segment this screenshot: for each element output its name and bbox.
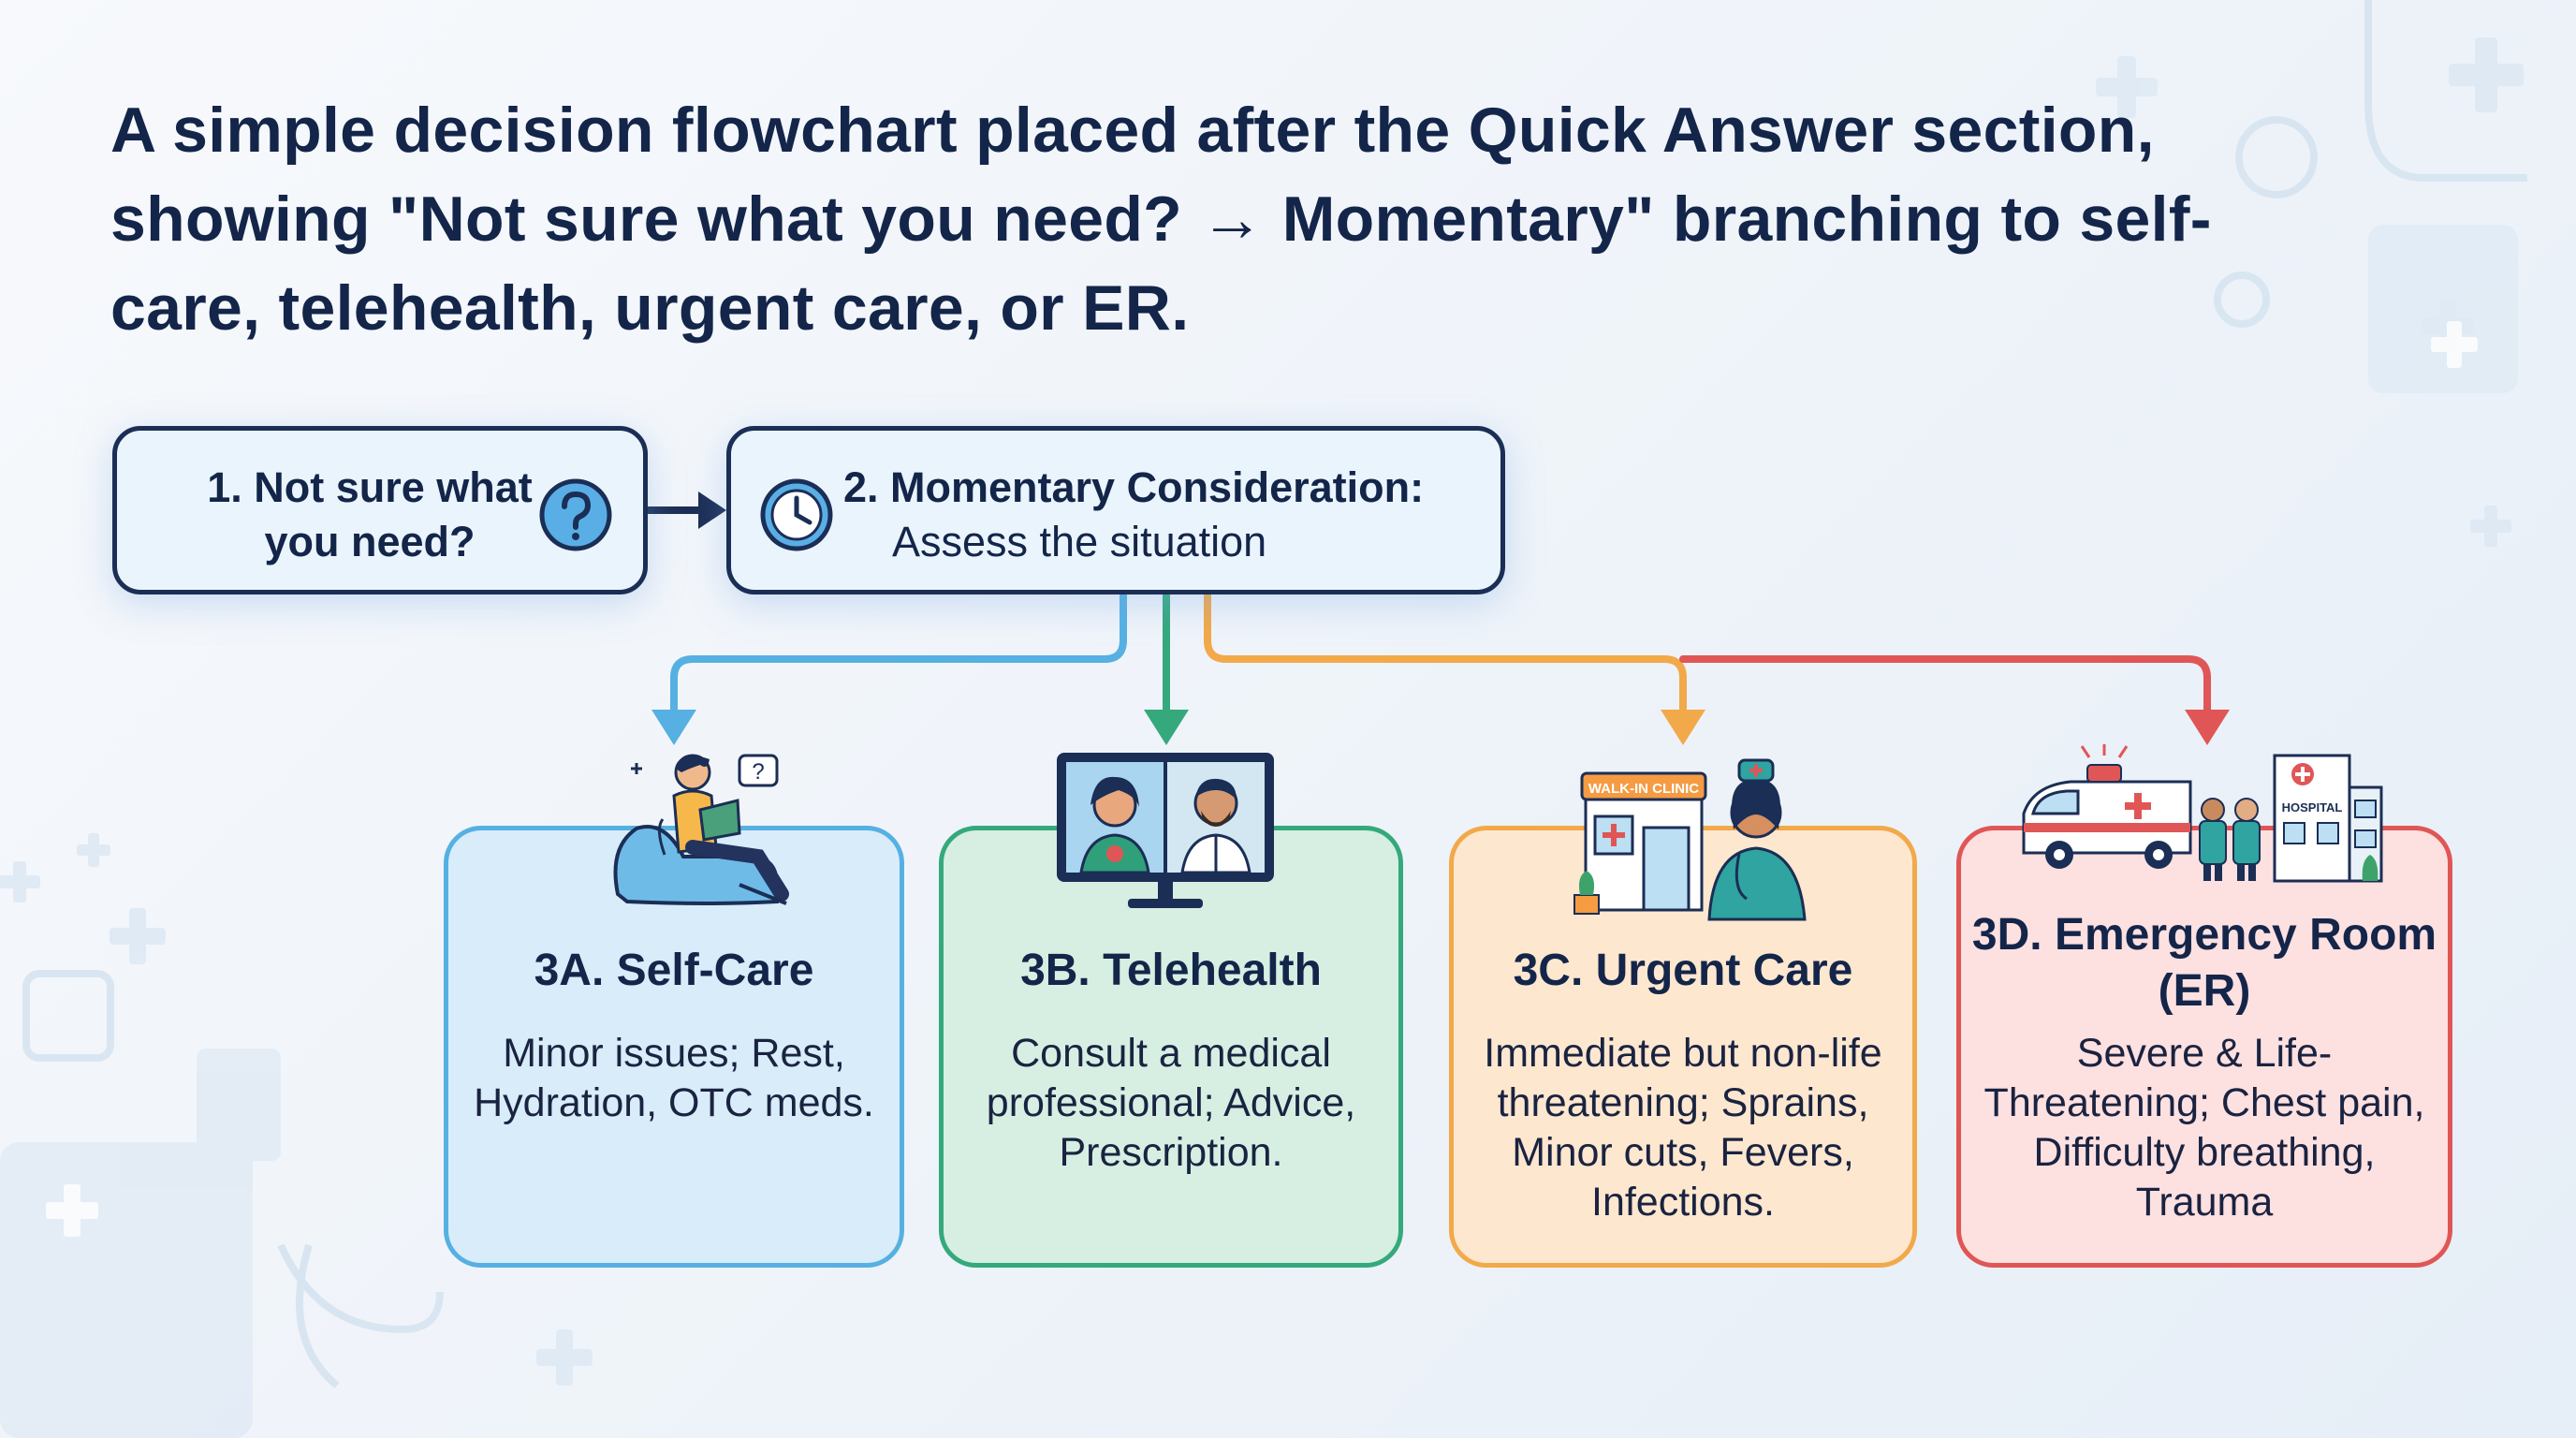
self-care-illustration: ? [613,754,789,905]
option-title-urgent-care: 3C. Urgent Care [1513,946,1853,995]
emergency-room-illustration: HOSPITAL [2022,744,2383,883]
step-momentary-subtitle: Assess the situation [892,518,1267,565]
option-card-telehealth: 3B. Telehealth Consult a medical profess… [939,826,1403,1268]
telehealth-illustration [1057,753,1274,908]
clock-icon [760,478,833,551]
option-card-emergency-room: 3D. Emergency Room (ER) Severe & Life-Th… [1956,826,2452,1268]
step-not-sure-box: 1. Not sure what you need? [112,426,648,594]
option-desc-emergency-room: Severe & Life-Threatening; Chest pain, D… [1983,1031,2425,1225]
option-title-telehealth: 3B. Telehealth [1020,946,1322,995]
step-momentary-box: 2. Momentary Consideration: Assess the s… [726,426,1505,594]
arrowhead-urgent-care [1661,710,1705,745]
arrowhead-self-care [651,710,696,745]
urgent-care-illustration: WALK-IN CLINIC [1573,758,1807,921]
question-icon [539,478,612,551]
option-desc-urgent-care: Immediate but non-life threatening; Spra… [1484,1031,1882,1225]
step-not-sure-label: 1. Not sure what you need? [207,463,533,565]
option-desc-telehealth: Consult a medical professional; Advice, … [986,1031,1356,1175]
svg-text:?: ? [752,759,764,785]
connector-emergency [1679,655,2211,717]
arrowhead-telehealth [1144,710,1189,745]
option-title-self-care: 3A. Self-Care [534,946,814,995]
page-title: A simple decision flowchart placed after… [110,95,2212,344]
connector-self-care [670,592,1127,717]
arrow-step1-to-step2 [648,492,726,529]
hospital-sign-text: HOSPITAL [2282,800,2343,814]
option-title-emergency-room: 3D. Emergency Room (ER) [1971,910,2437,1016]
step-momentary-title: 2. Momentary Consideration: [843,463,1425,511]
clinic-sign-text: WALK-IN CLINIC [1588,781,1699,797]
option-desc-self-care: Minor issues; Rest, Hydration, OTC meds. [474,1031,874,1125]
arrowhead-emergency [2185,710,2230,745]
connector-urgent-care [1204,592,1687,717]
